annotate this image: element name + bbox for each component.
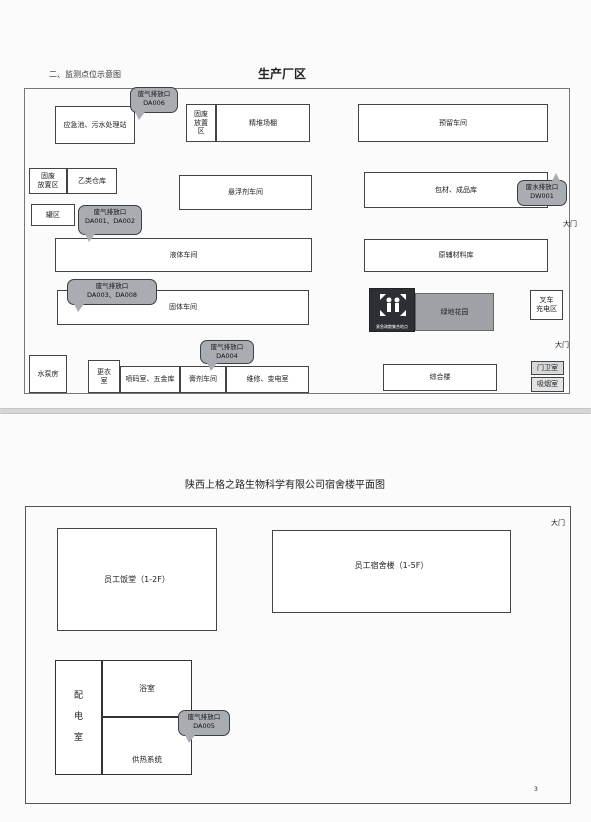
bathroom: 浴室 <box>102 660 192 717</box>
solid-waste-area-1: 固废 放置 区 <box>186 104 216 142</box>
emission-outlet-callout: 废气排放口 DA001、DA002 <box>78 205 142 242</box>
gate-label-2: 大门 <box>555 341 569 349</box>
spray-code-room: 喷码室、五金库 <box>120 366 180 393</box>
page-title: 陕西上格之路生物科学有限公司宿舍楼平面图 <box>185 480 385 491</box>
bulk-shed: 精堆场棚 <box>216 104 310 142</box>
premix-workshop: 预留车间 <box>358 104 548 142</box>
page-title: 生产厂区 <box>258 67 307 81</box>
emission-outlet-callout: 废气排放口 DA005 <box>178 710 230 743</box>
b-class-warehouse: 乙类仓库 <box>67 168 117 194</box>
emergency-assembly-sign: 紧急疏散集合地点 <box>369 288 415 332</box>
page-number: 3 <box>534 786 538 793</box>
assembly-point-icon <box>380 294 406 316</box>
liquid-workshop: 液体车间 <box>55 238 312 272</box>
power-room-char: 配 <box>73 690 83 701</box>
green-garden: 绿地花园 <box>415 293 494 331</box>
staff-dormitory: 员工宿舍楼（1-5F） <box>272 530 511 613</box>
callout-code: DA003、DA008 <box>87 290 137 299</box>
wastewater-outlet-callout: 废水排放口 DW001 <box>517 173 567 206</box>
callout-code: DA006 <box>143 98 165 107</box>
power-room: 配 电 室 <box>55 660 102 775</box>
complex-building: 综合楼 <box>383 364 497 391</box>
emergency-pool-room: 应急池、污水处理站 <box>55 106 135 144</box>
callout-code: DA005 <box>193 721 215 730</box>
maintenance-room: 维修、变电室 <box>226 366 309 393</box>
callout-title: 废气排放口 <box>95 282 129 290</box>
callout-code: DW001 <box>530 191 554 200</box>
site-boundary <box>25 506 571 804</box>
staff-canteen: 员工饭堂（1-2F） <box>57 528 217 631</box>
power-room-char: 电 <box>73 711 83 722</box>
dormitory-plan-page: 陕西上格之路生物科学有限公司宿舍楼平面图 大门 员工饭堂（1-2F） 员工宿舍楼… <box>0 414 591 822</box>
assembly-sign-text: 紧急疏散集合地点 <box>376 324 408 329</box>
callout-title: 废气排放口 <box>93 208 127 216</box>
suspension-workshop: 悬浮剂车间 <box>179 175 312 210</box>
power-room-char: 室 <box>73 733 83 744</box>
callout-title: 废气排放口 <box>187 713 221 721</box>
gate-label-1: 大门 <box>563 220 577 228</box>
heating-system: 供热系统 <box>102 717 192 775</box>
site-boundary <box>24 88 570 394</box>
paste-workshop: 膏剂车间 <box>180 366 226 393</box>
gate-label: 大门 <box>551 519 565 527</box>
pump-room: 水泵房 <box>29 355 67 393</box>
callout-title: 废气排放口 <box>137 90 171 98</box>
callout-code: DA001、DA002 <box>85 216 135 225</box>
guard-room: 门卫室 <box>531 361 564 375</box>
locker-room: 更衣 室 <box>88 360 120 393</box>
smoking-room: 吸烟室 <box>531 377 564 392</box>
section-heading: 二、监测点位示意图 <box>49 70 121 79</box>
emission-outlet-callout: 废气排放口 DA004 <box>200 340 254 371</box>
emission-outlet-callout: 废气排放口 DA006 <box>130 87 178 120</box>
callout-code: DA004 <box>216 351 238 360</box>
tank-area: 罐区 <box>31 204 75 226</box>
forklift-charging-area: 叉车 充电区 <box>530 290 563 320</box>
solid-waste-area-2: 固废 放置区 <box>29 168 67 194</box>
raw-material-warehouse: 原辅材料库 <box>364 239 548 272</box>
callout-title: 废水排放口 <box>525 183 559 191</box>
emission-outlet-callout: 废气排放口 DA003、DA008 <box>67 279 157 312</box>
site-plan-page: 二、监测点位示意图 生产厂区 应急池、污水处理站 固废 放置 区 精堆场棚 预留… <box>0 0 591 408</box>
callout-title: 废气排放口 <box>210 343 244 351</box>
